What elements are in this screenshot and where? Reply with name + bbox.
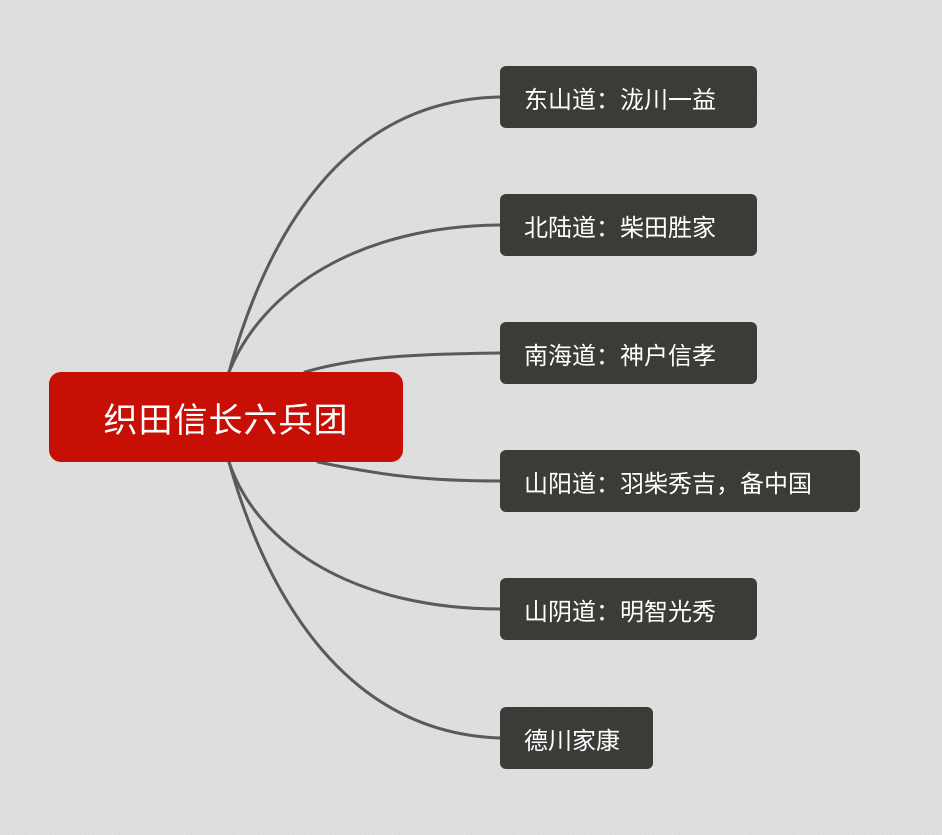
connector-line <box>303 351 502 374</box>
root-node[interactable]: 织田信长六兵团 <box>49 372 403 462</box>
connector-line <box>227 223 502 374</box>
connector-line <box>227 95 502 374</box>
connector-line <box>316 460 502 483</box>
branch-node-dongshandao[interactable]: 东山道：泷川一益 <box>500 66 757 128</box>
branch-node-beiludao[interactable]: 北陆道：柴田胜家 <box>500 194 757 256</box>
branch-node-shanyindao[interactable]: 山阴道：明智光秀 <box>500 578 757 640</box>
branch-node-nanhaidao[interactable]: 南海道：神户信孝 <box>500 322 757 384</box>
branch-node-tokugawa[interactable]: 德川家康 <box>500 707 653 769</box>
connector-line <box>227 460 502 611</box>
connector-line <box>227 460 502 740</box>
branch-node-shanyangdao[interactable]: 山阳道：羽柴秀吉，备中国 <box>500 450 860 512</box>
